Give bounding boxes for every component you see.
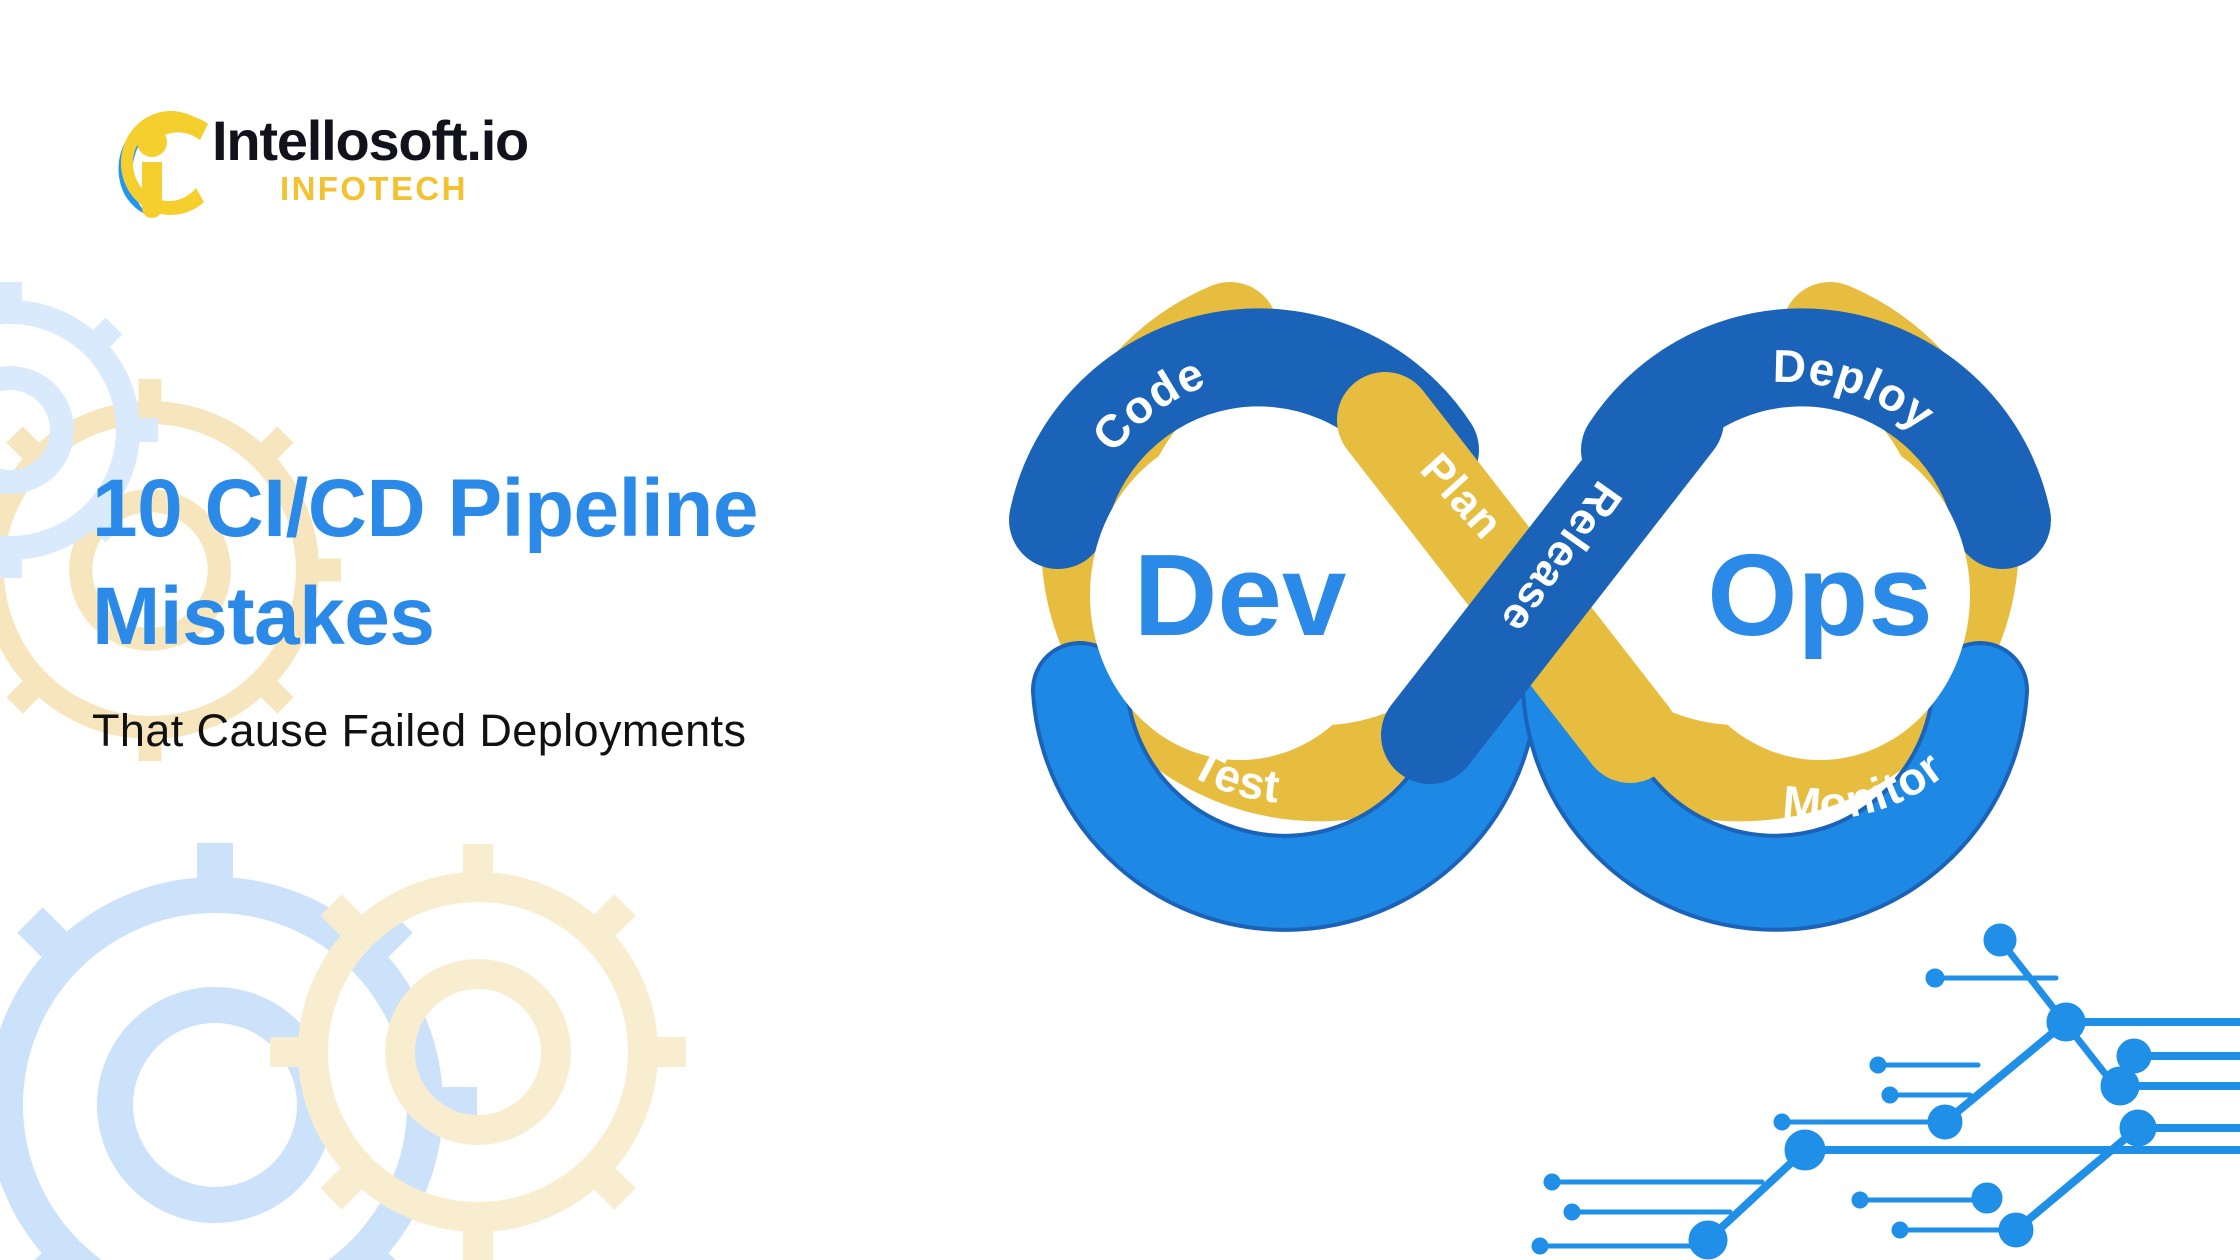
- intellosoft-circle-i-icon: [118, 111, 208, 218]
- circuit-lines-decoration: [1531, 923, 2240, 1260]
- ops-center-label: Ops: [1707, 530, 1933, 660]
- ops-loop: Ops Deploy Operate Monitor: [1520, 282, 2102, 932]
- logo-company-name: Intellosoft.io: [212, 109, 529, 172]
- dev-center-label: Dev: [1134, 530, 1347, 660]
- headline-subtitle: That Cause Failed Deployments: [92, 705, 747, 757]
- headline-line-2: Mistakes: [92, 571, 435, 663]
- logo-tagline: INFOTECH: [280, 170, 468, 207]
- gear-blue-large-icon: [0, 843, 477, 1260]
- devops-infinity-diagram: Dev Code Build Test Ops: [960, 282, 2102, 932]
- stage-label-operate: Operate: [2035, 500, 2102, 695]
- gear-yellow-lower-icon: [270, 844, 686, 1260]
- logo-wordmark: Intellosoft.io INFOTECH: [212, 109, 529, 207]
- crossing-bands: Plan Release: [1337, 371, 1724, 784]
- headline-block: 10 CI/CD Pipeline Mistakes That Cause Fa…: [92, 455, 1052, 757]
- brand-logo[interactable]: Intellosoft.io INFOTECH: [108, 98, 548, 226]
- headline-line-1: 10 CI/CD Pipeline: [92, 463, 758, 554]
- stage-label-build: Build: [960, 514, 1018, 643]
